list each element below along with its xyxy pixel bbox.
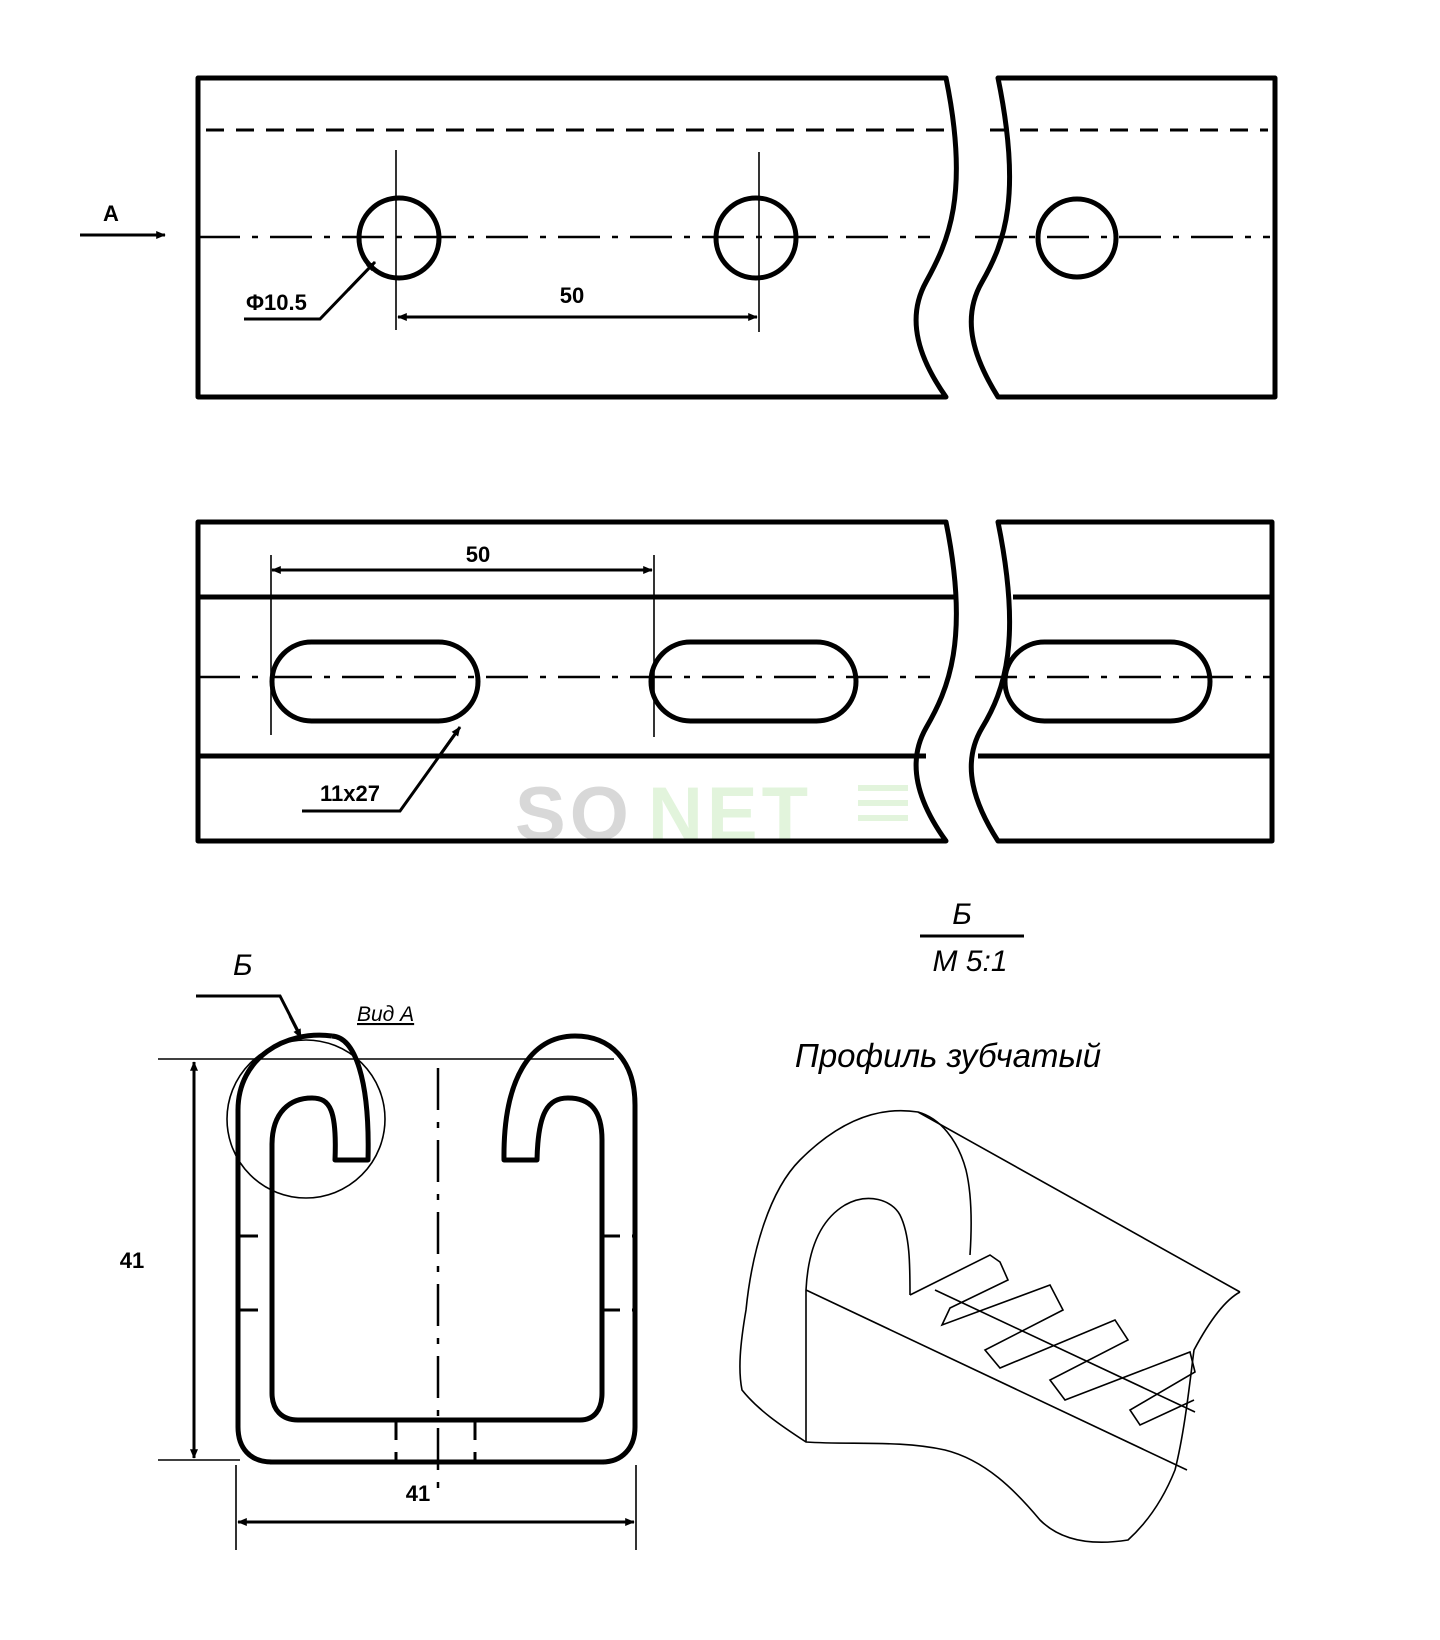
toothed-profile-sketch — [739, 1109, 1241, 1543]
channel-lip-left — [269, 1033, 605, 1423]
detail-section-letter: Б — [952, 898, 972, 931]
round-hole — [713, 195, 799, 281]
callout-b-leader — [196, 994, 302, 1036]
slot — [1002, 639, 1213, 724]
section-view: Б Вид А 41 41 — [120, 949, 638, 1550]
top-view-left-outline — [195, 75, 959, 400]
height-41-label: 41 — [120, 1248, 144, 1273]
top-view: 50 Φ10.5 А — [80, 75, 1278, 400]
round-hole — [356, 195, 442, 281]
bottom-view-left-outline — [195, 519, 959, 844]
hole-diameter-label: Φ10.5 — [246, 290, 307, 315]
channel-outer-left — [235, 1032, 333, 1465]
watermark-net: NET — [648, 772, 812, 857]
detail-scale: М 5:1 — [932, 945, 1007, 978]
slot-leader-arrow — [438, 726, 462, 756]
view-a-title: Вид А — [357, 1003, 414, 1026]
bottom-view-right-outline — [968, 519, 1275, 844]
dimension-50-label: 50 — [560, 283, 584, 308]
detail-b-circle — [226, 1039, 386, 1199]
round-hole — [1035, 196, 1119, 280]
top-view-right-outline — [968, 75, 1278, 400]
view-a-arrow-label: А — [103, 201, 119, 226]
hole-leader-arrow — [346, 260, 377, 292]
slot — [648, 639, 859, 724]
width-41-label: 41 — [406, 1481, 430, 1506]
callout-b-label: Б — [233, 949, 253, 982]
detail-view: Б М 5:1 Профиль зубчатый — [739, 898, 1241, 1543]
callout-b-arrow — [288, 1015, 303, 1039]
slot-leader — [302, 729, 460, 813]
watermark-logo — [858, 785, 908, 821]
watermark-so: SO — [515, 772, 633, 857]
channel-outer-right — [574, 1033, 638, 1465]
dimension-50-label: 50 — [466, 542, 490, 567]
slot-size-label: 11x27 — [320, 781, 380, 806]
slot — [269, 639, 481, 724]
detail-title: Профиль зубчатый — [795, 1037, 1101, 1074]
bottom-view: SO NET 50 11x27 — [195, 519, 1275, 857]
